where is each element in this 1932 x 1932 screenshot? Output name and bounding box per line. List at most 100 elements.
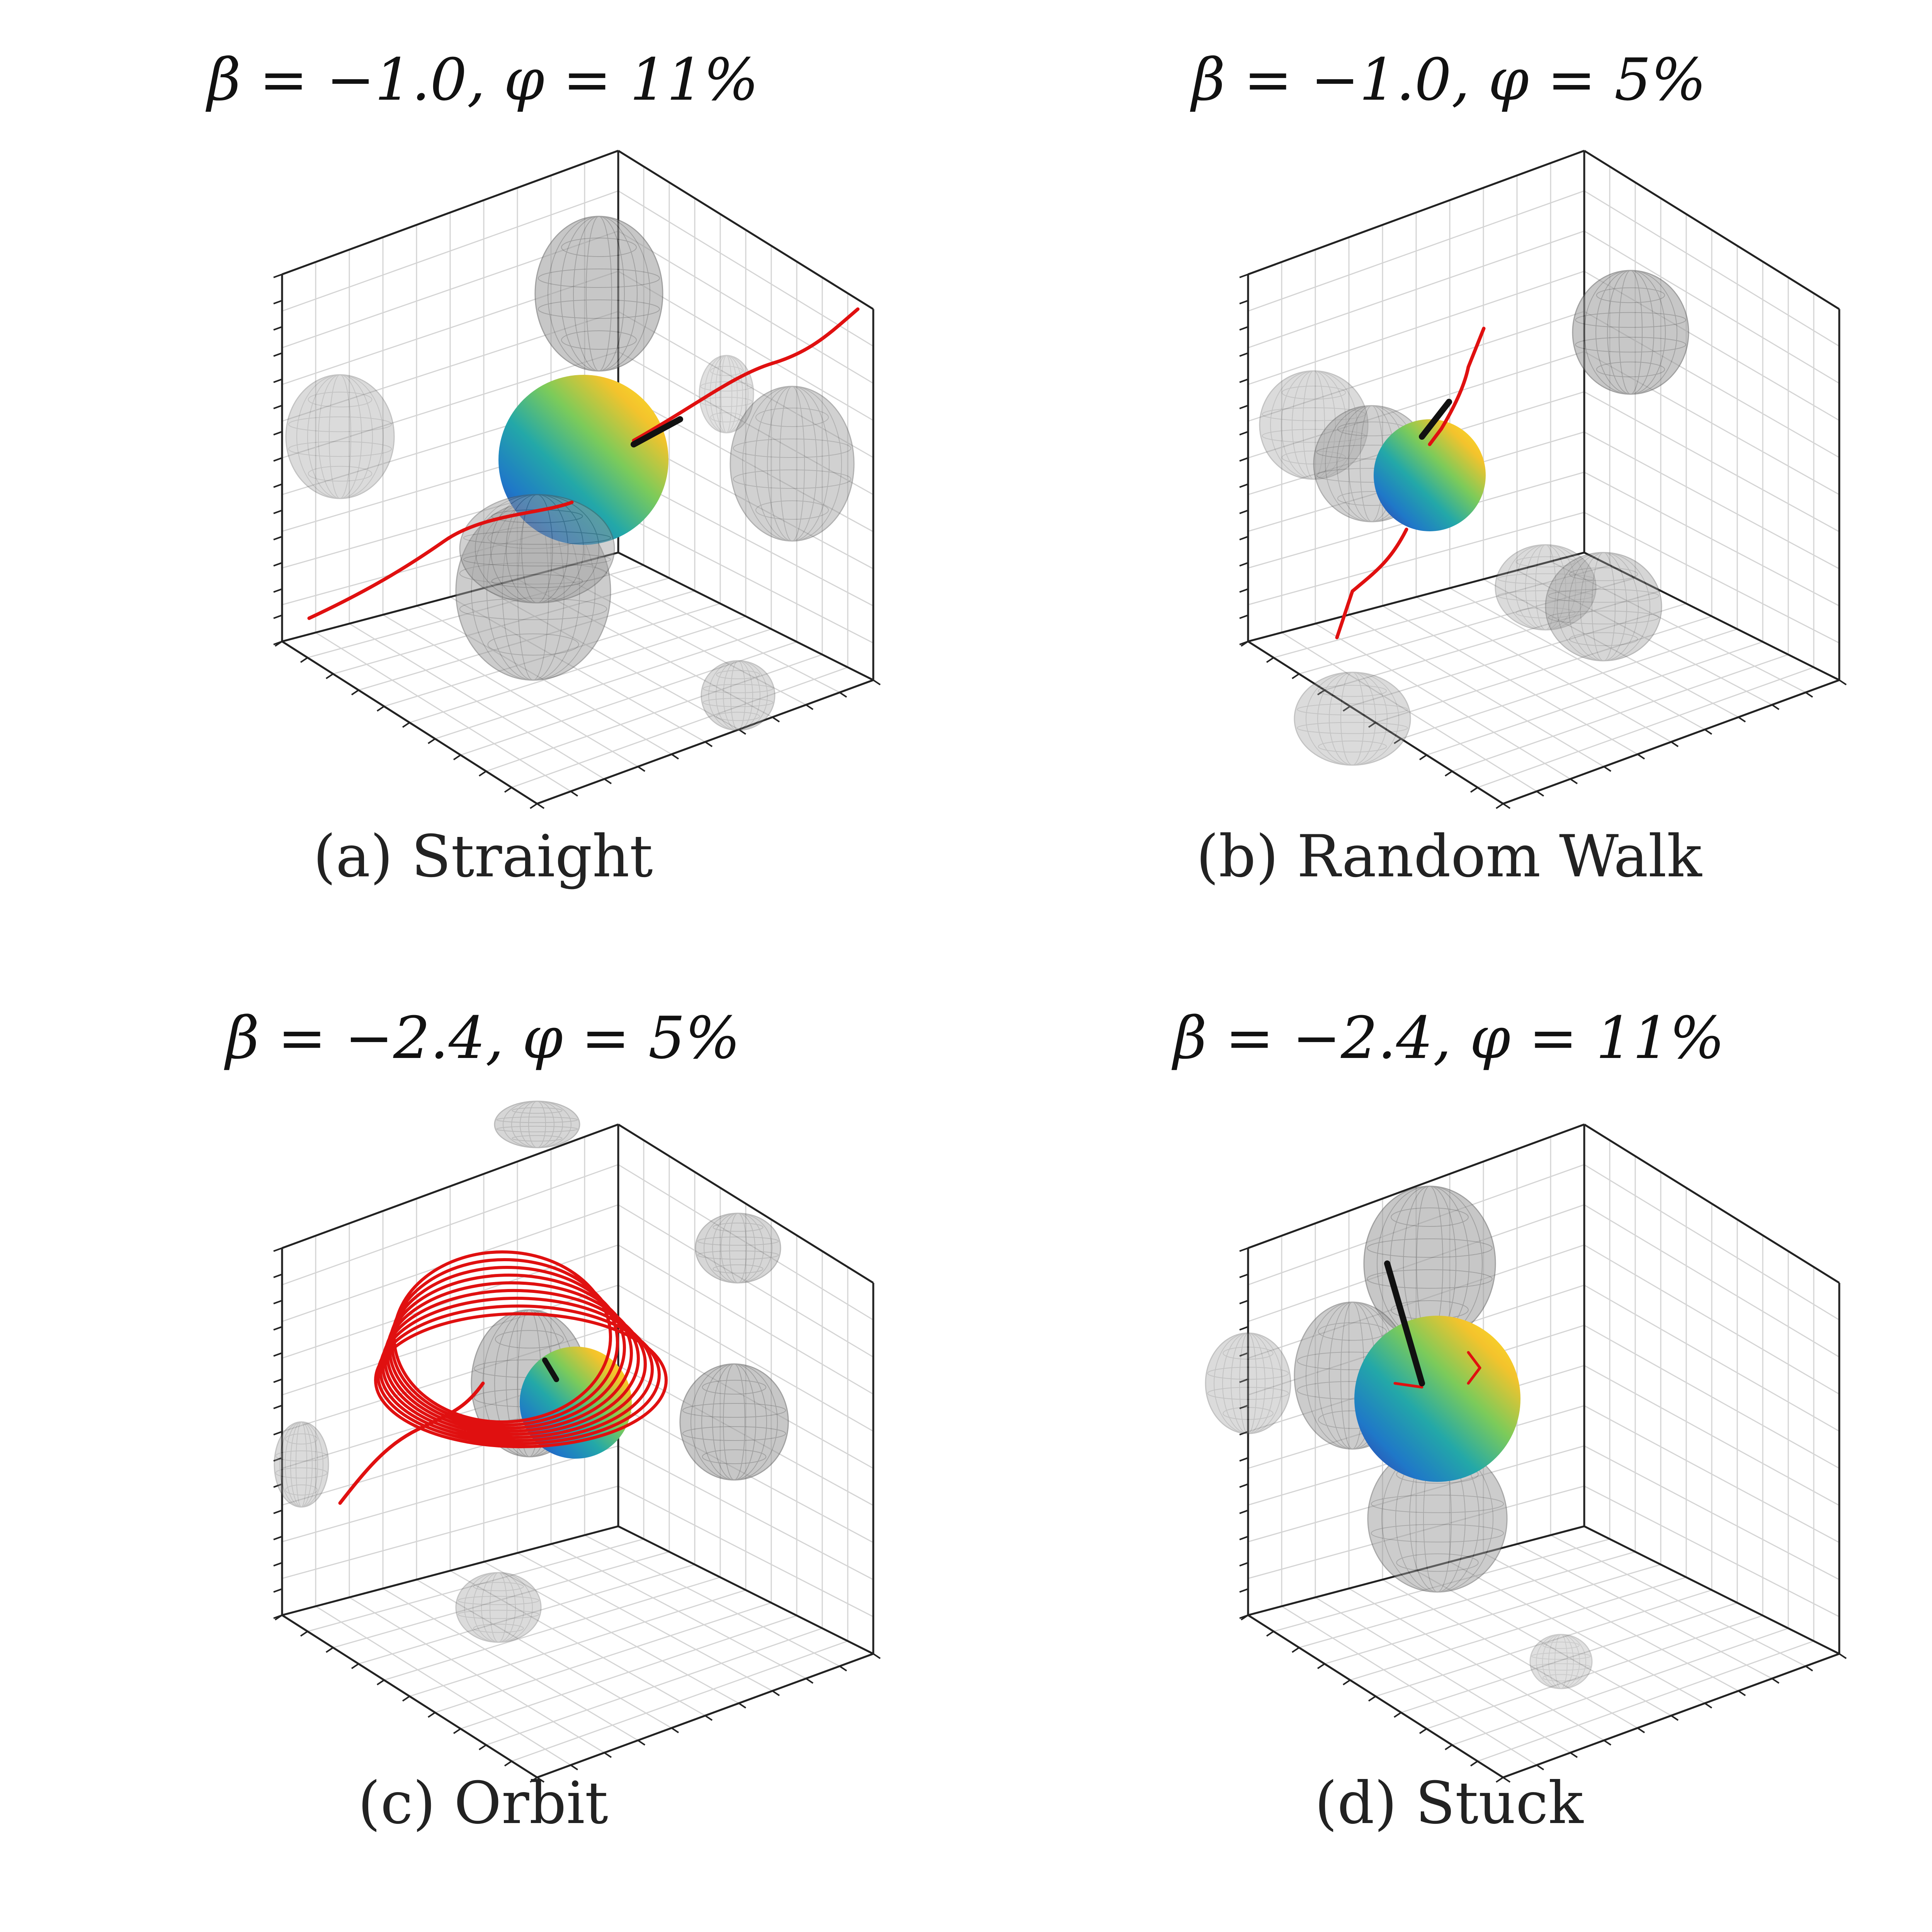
parallel-line: [1569, 567, 1638, 581]
tick-mark: [273, 378, 282, 383]
box-edges: [1247, 1123, 1840, 1779]
tick-mark: [536, 803, 545, 809]
grid-line: [618, 1485, 874, 1617]
parallel-line: [1515, 607, 1576, 619]
tick-mark: [376, 1679, 385, 1685]
parallel-line: [702, 1449, 767, 1464]
obstacle-body: [695, 1213, 781, 1284]
parallel-line: [457, 1610, 539, 1619]
parallel-line: [275, 1450, 328, 1462]
box-edge: [617, 551, 874, 681]
meridian-line: [1515, 544, 1576, 630]
grid-line: [1584, 1365, 1840, 1506]
tick-mark: [1239, 1326, 1248, 1331]
obstacle-sphere: [695, 1213, 781, 1284]
meridian-line: [1270, 371, 1357, 480]
box-edge: [617, 1525, 874, 1655]
trajectory-path: [338, 1381, 485, 1505]
parallel-line: [1542, 1641, 1580, 1649]
meridian-line: [721, 355, 732, 433]
tick-mark: [453, 754, 461, 760]
tick-mark: [273, 1247, 282, 1252]
panel-d: β = −2.4, φ = 11% (d) Stuck: [966, 966, 1932, 1932]
tick-mark: [1502, 1777, 1511, 1783]
parallel-line: [1548, 611, 1659, 624]
grid-line: [460, 1615, 797, 1730]
parallel-line: [473, 1582, 524, 1591]
parallel-line: [710, 366, 743, 376]
parallel-line: [512, 1135, 563, 1142]
tick-mark: [1239, 1273, 1248, 1278]
meridian-line: [742, 386, 842, 541]
panel-b-3d-plot: [1239, 150, 1847, 809]
tick-mark: [604, 1752, 612, 1758]
grid-line: [551, 1543, 806, 1679]
tick-mark: [704, 741, 713, 747]
obstacle-sphere: [1205, 1332, 1291, 1434]
tick-mark: [839, 1665, 847, 1672]
tick-mark: [1670, 1715, 1679, 1721]
squirmer-sphere: [1374, 419, 1486, 531]
meridian-line: [1584, 270, 1677, 395]
obstacle-body: [1495, 544, 1597, 631]
tick-mark: [1419, 1728, 1427, 1734]
trajectory-path: [1393, 1351, 1481, 1389]
tick-mark: [1495, 1777, 1504, 1783]
trajectory-path: [632, 307, 860, 442]
obstacle-body: [1294, 672, 1411, 766]
obstacle-sphere: [1259, 370, 1369, 480]
tick-mark: [1771, 704, 1780, 710]
tick-mark: [1805, 692, 1813, 698]
tick-mark: [1239, 1247, 1248, 1252]
obstacle-sphere: [534, 216, 663, 372]
meridian-line: [1329, 672, 1376, 765]
meridian-line: [307, 374, 373, 499]
meridian-line: [285, 1422, 318, 1507]
tick-mark: [273, 1588, 282, 1593]
obstacle-sphere: [494, 1100, 580, 1148]
tick-mark: [273, 1431, 282, 1435]
tick-mark: [1239, 1509, 1248, 1514]
obstacle-sphere: [1529, 1634, 1593, 1689]
grid-line: [282, 1445, 619, 1543]
tick-mark: [273, 562, 282, 567]
obstacle-sphere: [1545, 552, 1662, 662]
parallel-line: [713, 1264, 764, 1274]
axis-ticks: [273, 274, 881, 809]
meridian-line: [475, 494, 599, 603]
parallel-line: [459, 598, 607, 620]
box-edge: [1248, 150, 1585, 276]
tick-mark: [1704, 729, 1713, 735]
tick-mark: [1368, 722, 1376, 728]
parallel-line: [1223, 1347, 1274, 1360]
parallel-line: [463, 553, 611, 566]
parallel-line: [1396, 1553, 1479, 1572]
parallel-line: [285, 1433, 318, 1445]
meridian-line: [329, 374, 351, 499]
tick-mark: [351, 689, 359, 696]
tick-mark: [1342, 1679, 1351, 1685]
tick-mark: [325, 673, 334, 679]
parallel-line: [473, 1624, 524, 1633]
grid-line: [486, 654, 823, 772]
parallel-line: [487, 633, 579, 656]
tick-mark: [1603, 766, 1612, 772]
parallel-line: [457, 1596, 539, 1605]
meridian-line: [511, 1101, 563, 1148]
parallel-line: [716, 712, 760, 721]
obstacle-sphere: [730, 386, 855, 542]
tick-mark: [376, 706, 385, 712]
meridian-line: [704, 355, 748, 433]
grid-line: [460, 641, 797, 756]
parallel-line: [561, 238, 637, 257]
parallel-line: [682, 1426, 786, 1441]
tick-mark: [1291, 1647, 1300, 1653]
tick-mark: [402, 1696, 410, 1702]
grid-line: [618, 391, 874, 532]
obstacle-sphere: [1294, 672, 1411, 766]
tick-mark: [1419, 754, 1427, 760]
obstacle-body: [534, 216, 663, 372]
grid-line: [1477, 667, 1814, 788]
tick-mark: [1805, 1665, 1813, 1672]
panel-b: β = −1.0, φ = 5% (b) Random Walk: [966, 0, 1932, 966]
